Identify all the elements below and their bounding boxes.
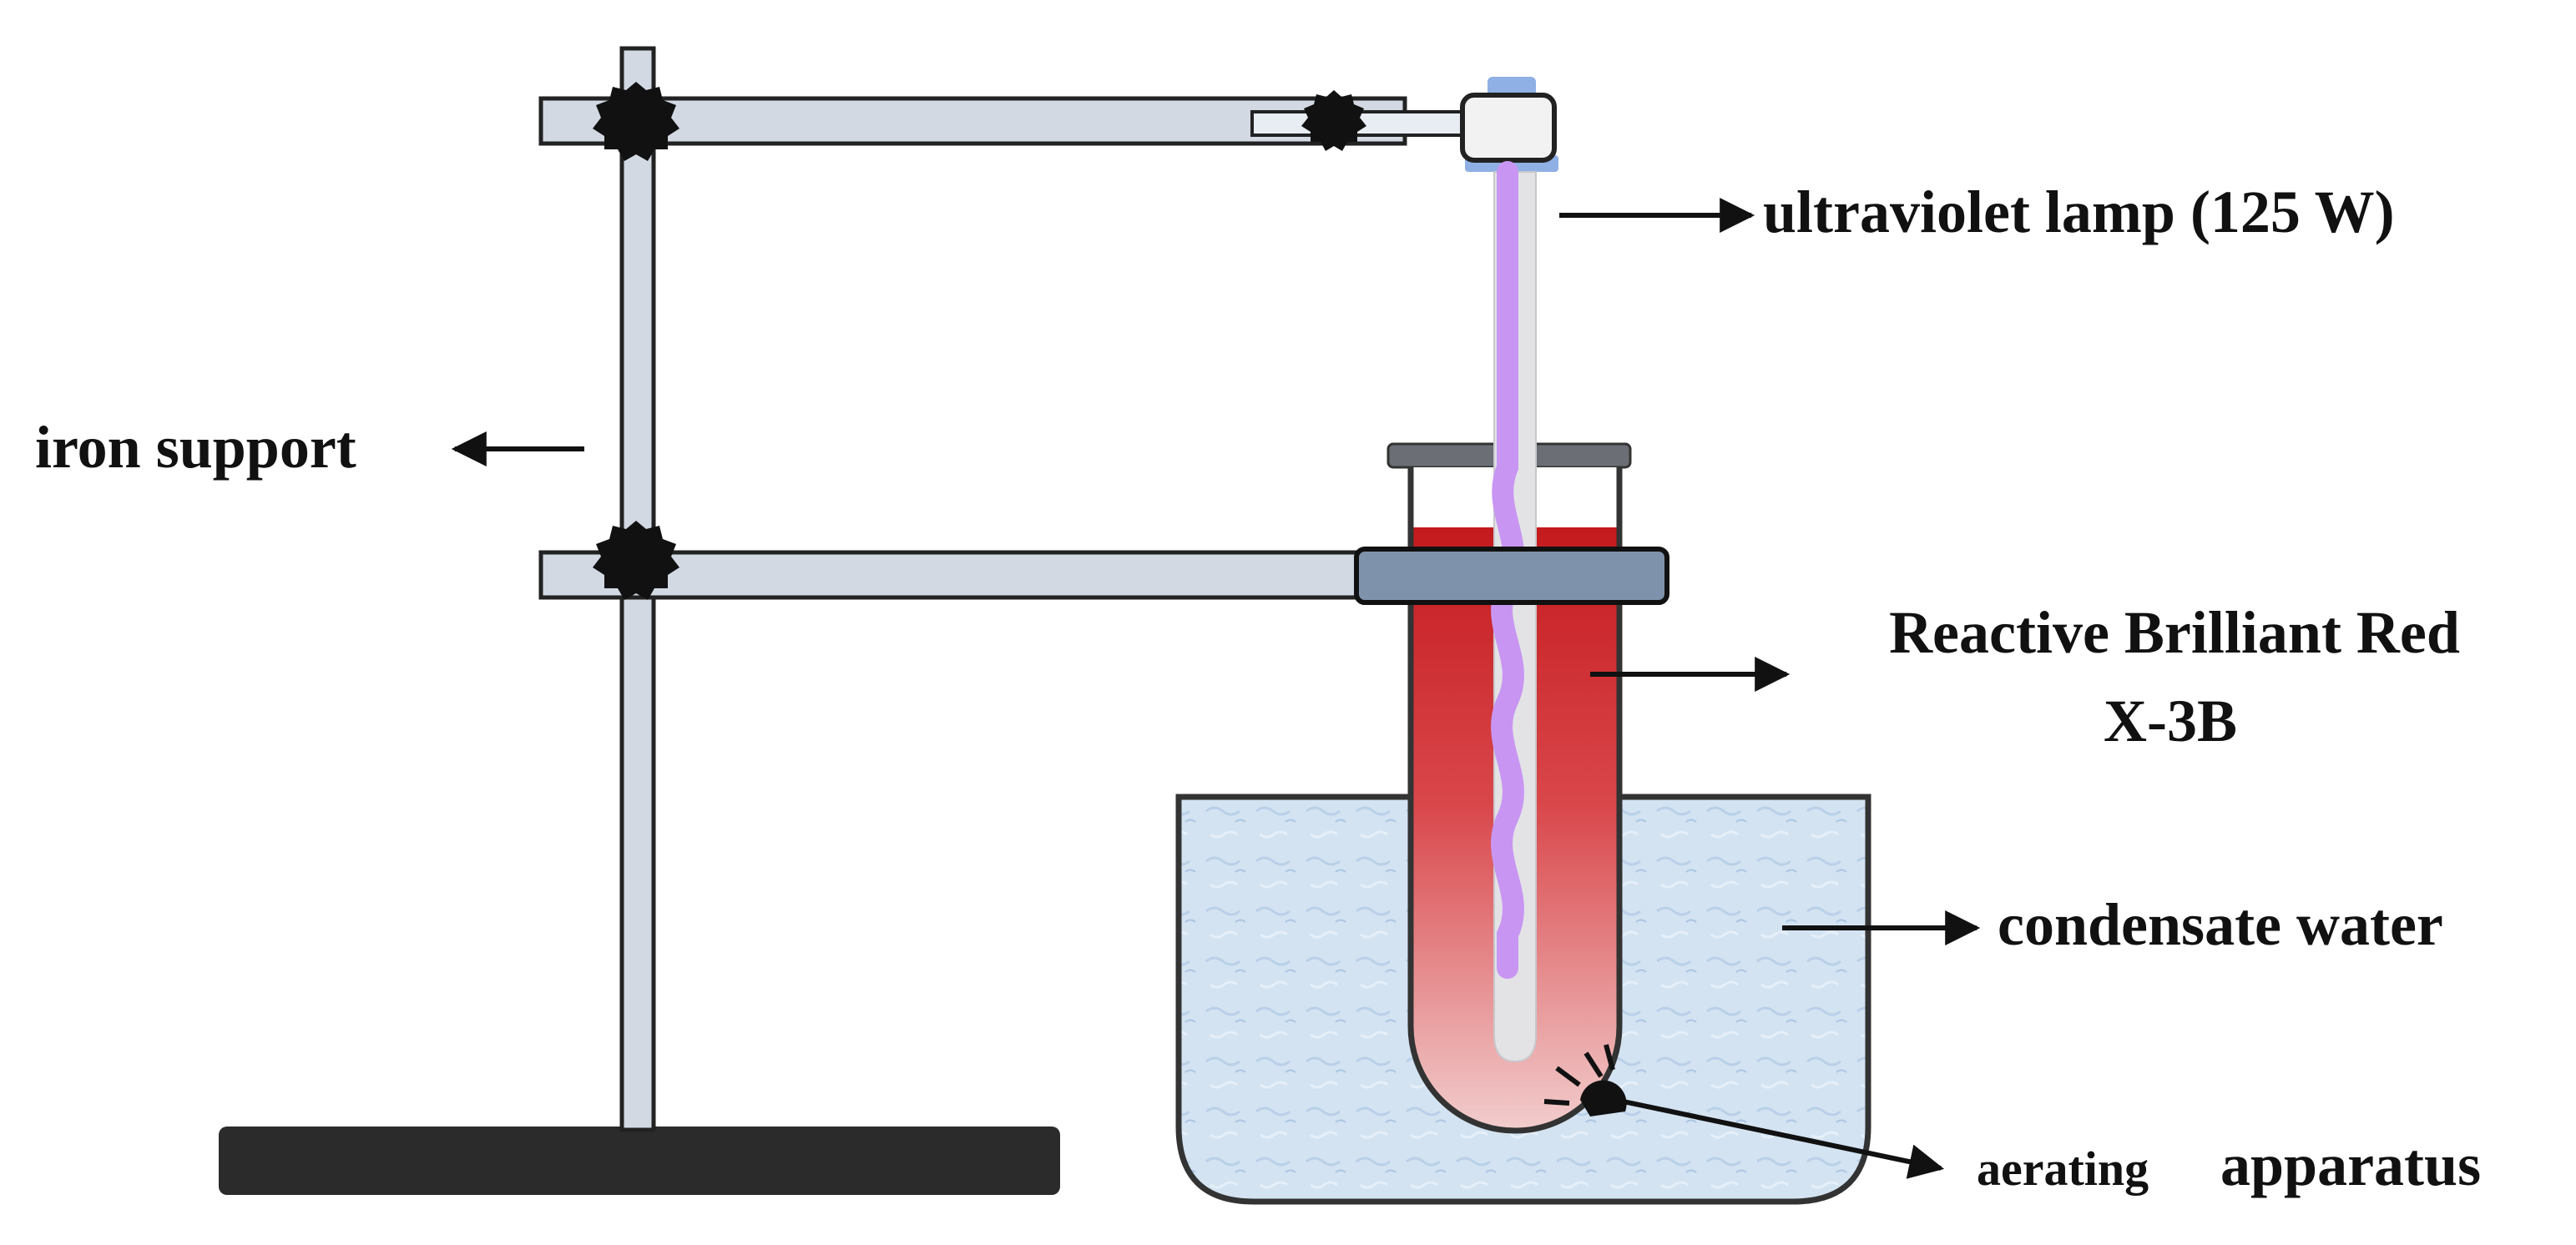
upper-arm-slider bbox=[1250, 110, 1483, 137]
aerator-stone bbox=[1543, 1044, 1627, 1116]
lamp-filament bbox=[1491, 161, 1525, 979]
clamp-knob-upper-left bbox=[593, 82, 679, 161]
arrow-aerator bbox=[1614, 1097, 1945, 1179]
tube-clamp-plate bbox=[1354, 547, 1669, 605]
label-aerator-small: aerating bbox=[1977, 1142, 2149, 1196]
label-dye-line1: Reactive Brilliant Red bbox=[1889, 599, 2460, 666]
clamp-knob-upper-right bbox=[1301, 90, 1366, 151]
label-aerator-large: apparatus bbox=[2220, 1132, 2481, 1198]
support-base bbox=[219, 1127, 1060, 1195]
label-support: iron support bbox=[35, 414, 356, 481]
label-dye-line2: X-3B bbox=[2104, 688, 2237, 754]
lamp-clamp-head bbox=[1460, 93, 1557, 163]
label-water: condensate water bbox=[1998, 891, 2443, 958]
clamp-knob-lower-left bbox=[593, 521, 679, 600]
uv-lamp bbox=[1460, 77, 1558, 1063]
label-lamp: ultraviolet lamp (125 W) bbox=[1763, 179, 2395, 245]
